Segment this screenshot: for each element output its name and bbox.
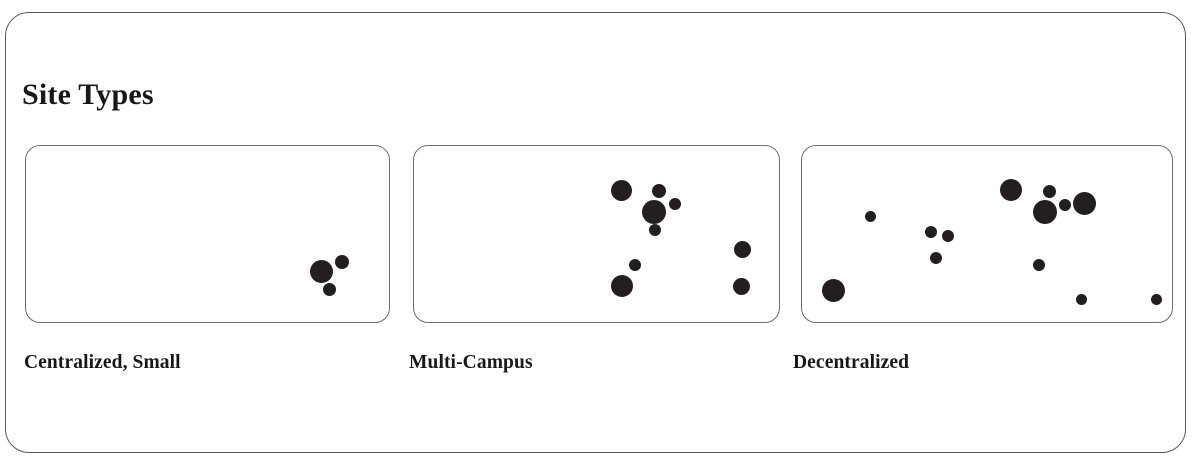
site-dot xyxy=(335,255,349,269)
site-dot xyxy=(629,259,641,271)
site-dot xyxy=(733,240,751,258)
site-dot xyxy=(610,179,632,201)
panel-decentralized[interactable] xyxy=(801,145,1173,323)
panel-centralized-small[interactable] xyxy=(25,145,390,323)
site-dot xyxy=(649,224,661,236)
panel-label-multi-campus: Multi-Campus xyxy=(409,352,533,373)
site-dot xyxy=(309,259,333,283)
site-dot xyxy=(732,277,750,295)
site-dot xyxy=(925,226,937,238)
page-title: Site Types xyxy=(22,78,154,111)
site-dot xyxy=(930,252,942,264)
site-dot xyxy=(1059,199,1071,211)
site-dot xyxy=(1075,293,1087,305)
site-dot xyxy=(942,230,954,242)
site-dot xyxy=(1000,179,1022,201)
site-dot xyxy=(611,275,633,297)
site-dot xyxy=(322,282,336,296)
site-dot xyxy=(652,184,666,198)
panel-multi-campus[interactable] xyxy=(413,145,780,323)
site-dot xyxy=(669,198,681,210)
site-dot xyxy=(864,210,876,222)
panel-label-decentralized: Decentralized xyxy=(793,352,910,373)
site-dot xyxy=(1072,191,1096,215)
site-dot xyxy=(1033,200,1057,224)
site-dot xyxy=(821,278,845,302)
site-dot xyxy=(642,200,666,224)
site-dot xyxy=(1042,184,1056,198)
panel-label-centralized-small: Centralized, Small xyxy=(24,352,181,373)
site-dot xyxy=(1033,259,1045,271)
site-dot xyxy=(1150,293,1162,305)
